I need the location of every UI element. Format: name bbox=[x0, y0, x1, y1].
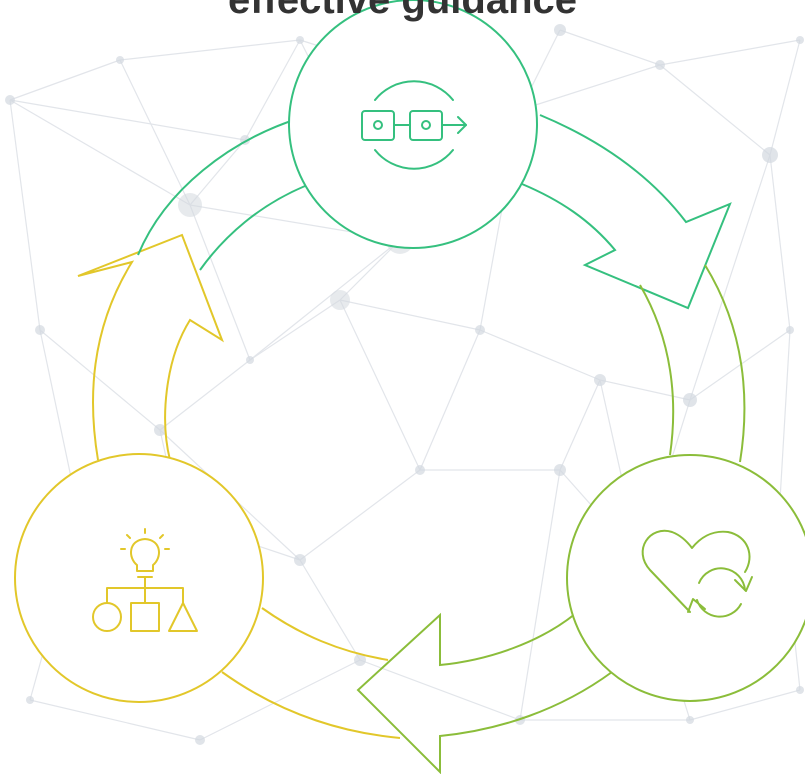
network-line bbox=[249, 239, 401, 361]
network-line bbox=[29, 699, 201, 741]
network-node bbox=[683, 393, 697, 407]
network-node bbox=[154, 424, 166, 436]
network-line bbox=[559, 379, 601, 471]
network-node bbox=[796, 686, 804, 694]
network-line bbox=[189, 139, 246, 206]
network-line bbox=[119, 39, 301, 61]
network-line bbox=[9, 99, 246, 141]
network-node bbox=[5, 95, 15, 105]
network-node bbox=[246, 356, 254, 364]
network-line bbox=[419, 329, 481, 471]
network-node bbox=[195, 735, 205, 745]
network-node bbox=[594, 374, 606, 386]
network-line bbox=[299, 469, 421, 561]
network-node bbox=[554, 464, 566, 476]
network-line bbox=[339, 299, 481, 331]
network-line bbox=[9, 59, 121, 101]
network-node bbox=[655, 60, 665, 70]
network-node bbox=[415, 465, 425, 475]
network-node bbox=[475, 325, 485, 335]
network-line bbox=[559, 29, 661, 66]
stage-circle-top bbox=[288, 0, 538, 249]
network-line bbox=[244, 39, 301, 141]
network-node bbox=[330, 290, 350, 310]
page-title: effective guidance bbox=[227, 0, 577, 22]
network-line bbox=[249, 299, 341, 361]
network-line bbox=[659, 64, 771, 156]
heart-refresh-icon bbox=[641, 529, 753, 618]
network-line bbox=[519, 64, 661, 111]
network-line bbox=[479, 329, 601, 381]
network-line bbox=[299, 559, 361, 661]
network-node bbox=[116, 56, 124, 64]
network-line bbox=[9, 99, 191, 206]
idea-hierarchy-icon bbox=[92, 528, 198, 632]
network-line bbox=[779, 329, 791, 501]
network-node bbox=[686, 716, 694, 724]
network-line bbox=[339, 239, 401, 301]
network-line bbox=[119, 59, 191, 206]
network-line bbox=[339, 299, 421, 471]
network-line bbox=[199, 659, 361, 741]
network-line bbox=[769, 154, 791, 331]
network-line bbox=[659, 39, 801, 66]
network-node bbox=[554, 24, 566, 36]
network-line bbox=[689, 689, 801, 721]
network-node bbox=[294, 554, 306, 566]
network-line bbox=[689, 154, 771, 401]
network-node bbox=[762, 147, 778, 163]
network-line bbox=[359, 659, 521, 721]
network-node bbox=[35, 325, 45, 335]
cycle-arrow-right bbox=[356, 264, 746, 774]
network-node bbox=[178, 193, 202, 217]
network-node bbox=[296, 36, 304, 44]
network-node bbox=[796, 36, 804, 44]
network-line bbox=[189, 204, 251, 361]
network-line bbox=[39, 329, 161, 431]
network-node bbox=[786, 326, 794, 334]
stage-circle-right bbox=[566, 454, 805, 702]
network-line bbox=[599, 379, 691, 401]
network-node bbox=[354, 654, 366, 666]
network-line bbox=[519, 469, 561, 721]
network-node bbox=[26, 696, 34, 704]
cycle-arrow-top bbox=[137, 114, 732, 310]
network-line bbox=[689, 329, 791, 401]
cycle-arrow-left bbox=[77, 233, 224, 461]
network-line bbox=[9, 99, 41, 331]
process-flow-icon bbox=[361, 80, 467, 170]
network-line bbox=[159, 359, 251, 431]
cycle-band-bottom bbox=[221, 607, 401, 739]
network-line bbox=[769, 39, 801, 156]
